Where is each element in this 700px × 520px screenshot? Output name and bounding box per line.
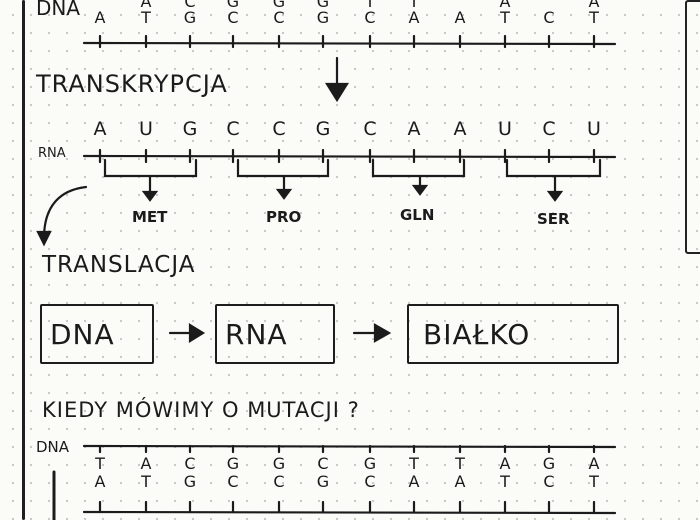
top-lower-base: C [227,8,239,27]
codon-bracket-2 [236,158,330,178]
translation-heading: TRANSLACJA [42,252,196,278]
top-lower-base: C [273,8,285,27]
bottom-lower-base: T [500,472,510,491]
flow-label-dna: DNA [50,318,115,351]
amino-acid-label: MET [132,208,168,226]
bottom-upper-base: G [363,454,377,473]
page-margin-line [22,0,25,520]
bottom-upper-base: T [95,454,105,473]
bottom-lower-base: A [454,472,466,491]
top-lower-base: G [316,8,330,27]
top-strand-line [82,41,617,46]
curved-arrow-icon [42,185,88,240]
amino-acid-label: PRO [266,208,302,226]
flow-box-rna: RNA [215,304,335,364]
rna-base: A [93,118,107,140]
flow-box-protein: BIAŁKO [407,304,619,364]
top-upper-base: A [140,0,152,11]
rna-label: RNA [38,146,66,161]
bottom-upper-base: T [409,454,419,473]
top-upper-base: A [588,0,600,11]
top-lower-base: C [543,8,555,27]
rna-base: C [226,118,240,140]
top-upper-base: G [272,0,286,11]
bottom-lower-base: C [543,472,555,491]
bottom-upper-base: A [499,454,511,473]
bottom-upper-base: T [455,454,465,473]
top-upper-base: G [226,0,240,11]
rna-base: U [139,118,153,140]
bottom-upper-base: C [317,454,329,473]
mutation-question: KIEDY MÓWIMY O MUTACJI ? [42,398,360,422]
bottom-upper-base: G [226,454,240,473]
rna-base: A [407,118,421,140]
rna-base: G [315,118,331,140]
rna-strand-line [82,154,617,159]
top-lower-base: T [141,8,151,27]
rna-base: C [272,118,286,140]
bottom-lower-base: T [141,472,151,491]
bottom-lower-base: A [408,472,420,491]
bottom-upper-base: C [184,454,196,473]
bottom-strand-bottom-line [82,510,617,515]
flow-box-dna: DNA [40,304,154,364]
top-lower-base: A [408,8,420,27]
bottom-dna-label: DNA [36,438,70,456]
rna-base: U [587,118,601,140]
rna-base: C [542,118,556,140]
top-lower-base: C [364,8,376,27]
top-upper-base: T [409,0,419,11]
bottom-upper-base: G [542,454,556,473]
top-dna-label: DNA [36,0,81,20]
codon-bracket-1 [103,158,198,178]
bottom-upper-base: G [272,454,286,473]
rna-base: A [453,118,467,140]
flow-label-protein: BIAŁKO [423,318,531,351]
top-lower-base: G [183,8,197,27]
bottom-strand-top-line [82,444,617,449]
bottom-lower-base: C [273,472,285,491]
bottom-lower-base: T [589,472,599,491]
top-upper-base: G [316,0,330,11]
top-lower-base: A [94,8,106,27]
rna-base: G [182,118,198,140]
rna-base: C [363,118,377,140]
top-upper-base: T [365,0,375,11]
transcription-heading: TRANSKRYPCJA [36,70,228,98]
top-strand-ticks [98,34,596,49]
top-lower-base: T [589,8,599,27]
bottom-upper-base: A [140,454,152,473]
top-upper-base: C [184,0,196,11]
top-lower-base: A [454,8,466,27]
rna-base: U [498,118,512,140]
amino-acid-label: SER [537,210,570,228]
top-upper-base: A [499,0,511,11]
bottom-lower-base: C [364,472,376,491]
bottom-lower-base: G [183,472,197,491]
amino-acid-label: GLN [400,206,435,224]
bottom-lower-base: G [316,472,330,491]
bottom-lower-base: C [227,472,239,491]
bottom-upper-base: A [588,454,600,473]
codon-bracket-4 [505,158,602,178]
codon-bracket-3 [371,158,466,178]
page-edge-frame [685,0,700,254]
top-lower-base: T [500,8,510,27]
bottom-lower-base: A [94,472,106,491]
flow-label-rna: RNA [225,318,288,351]
